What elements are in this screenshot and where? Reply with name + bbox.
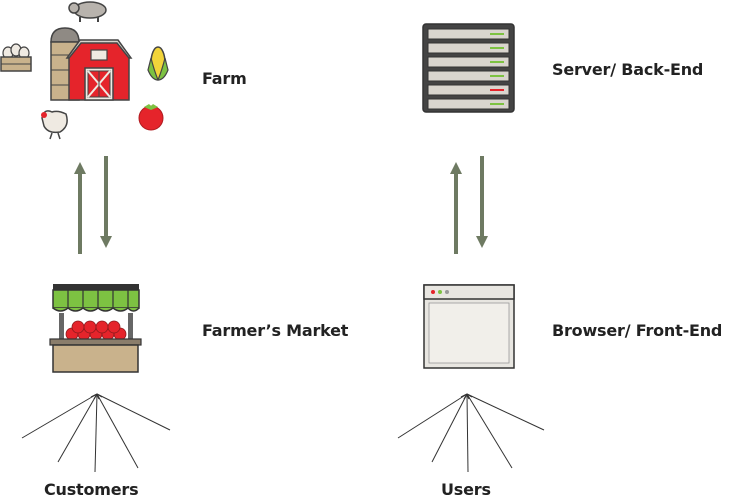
tomato-icon [138,104,164,131]
corn-icon [147,46,169,81]
users-label: Users [441,480,491,499]
pig-icon [68,1,107,22]
customers-label: Customers [44,480,139,499]
farm-illustration [0,1,169,140]
server-browser-arrows [450,156,488,254]
server-rack-icon [422,23,515,113]
farm-market-arrows [74,156,112,254]
server-backend-label: Server/ Back-End [552,60,704,79]
market-stall-icon [49,284,142,373]
barn-icon [65,39,133,101]
farmers-market-label: Farmer’s Market [202,321,349,340]
chicken-icon [41,110,68,140]
farm-label: Farm [202,69,247,88]
customers-request-lines [21,393,171,473]
egg-basket-icon [0,43,32,72]
browser-frontend-label: Browser/ Front-End [552,321,723,340]
users-request-lines [397,393,545,473]
browser-window-icon [423,284,515,369]
